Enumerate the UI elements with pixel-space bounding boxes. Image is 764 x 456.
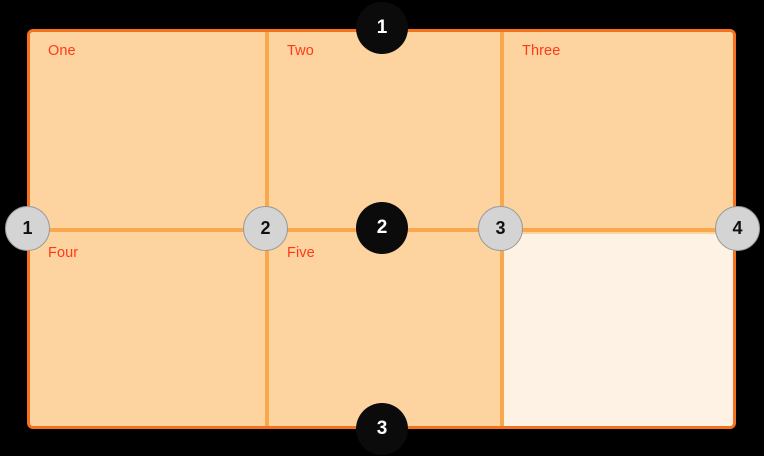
- column-handle-4[interactable]: 4: [715, 206, 760, 251]
- grid-cell-two[interactable]: Two: [269, 32, 500, 229]
- column-handle-2[interactable]: 2: [243, 206, 288, 251]
- cell-label-four: Four: [48, 245, 79, 261]
- cell-label-five: Five: [287, 245, 315, 261]
- column-handle-4-label: 4: [732, 218, 743, 238]
- column-handle-3-label: 3: [495, 218, 506, 238]
- cell-label-one: One: [48, 43, 76, 59]
- row-handle-2-label: 2: [376, 217, 388, 238]
- column-handle-1[interactable]: 1: [5, 206, 50, 251]
- row-handle-2[interactable]: 2: [356, 202, 408, 254]
- cell-label-three: Three: [522, 43, 561, 59]
- grid-cell-five[interactable]: Five: [269, 234, 500, 426]
- grid-cell-one[interactable]: One: [30, 32, 265, 229]
- row-handle-3[interactable]: 3: [356, 403, 408, 455]
- grid-cell-six-empty[interactable]: [504, 234, 733, 426]
- cell-label-two: Two: [287, 43, 314, 59]
- row-handle-1[interactable]: 1: [356, 2, 408, 54]
- grid-cell-three[interactable]: Three: [504, 32, 733, 229]
- column-handle-2-label: 2: [260, 218, 271, 238]
- row-handle-1-label: 1: [376, 17, 388, 38]
- grid-cell-four[interactable]: Four: [30, 234, 265, 426]
- column-handle-1-label: 1: [22, 218, 33, 238]
- column-handle-3[interactable]: 3: [478, 206, 523, 251]
- row-handle-3-label: 3: [376, 418, 388, 439]
